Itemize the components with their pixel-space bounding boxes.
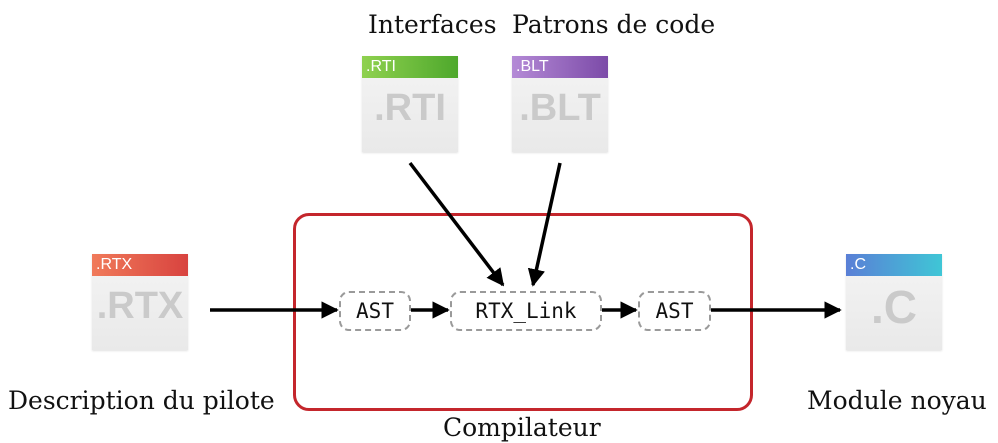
rtx-file-tab: .RTX — [92, 254, 188, 276]
blt-file-tab: .BLT — [512, 56, 608, 78]
rti-file-tab: .RTI — [362, 56, 458, 78]
arrow-blt-to-rtxlink — [527, 162, 562, 287]
ast-output-node: AST — [638, 291, 711, 331]
interfaces-label: Interfaces — [368, 10, 497, 39]
compiler-box — [293, 213, 753, 411]
module-noyau-label: Module noyau — [807, 386, 987, 415]
blt-file-extension: .BLT — [519, 87, 601, 129]
rti-file-extension: .RTI — [374, 87, 446, 129]
description-du-pilote-label: Description du pilote — [8, 386, 275, 415]
ast-input-node: AST — [339, 291, 411, 331]
blt-file-icon: .BLT .BLT — [512, 56, 608, 152]
rti-file-icon: .RTI .RTI — [362, 56, 458, 152]
c-file-tab: .C — [846, 254, 942, 276]
c-file-icon: .C .C — [846, 254, 942, 350]
compilateur-label: Compilateur — [443, 413, 601, 442]
rtx-link-node: RTX_Link — [450, 291, 602, 331]
rtx-file-icon: .RTX .RTX — [92, 254, 188, 350]
rtx-file-extension: .RTX — [96, 285, 184, 327]
patrons-de-code-label: Patrons de code — [512, 10, 716, 39]
c-file-extension: .C — [871, 281, 917, 333]
arrow-rti-to-rtxlink — [408, 161, 505, 287]
